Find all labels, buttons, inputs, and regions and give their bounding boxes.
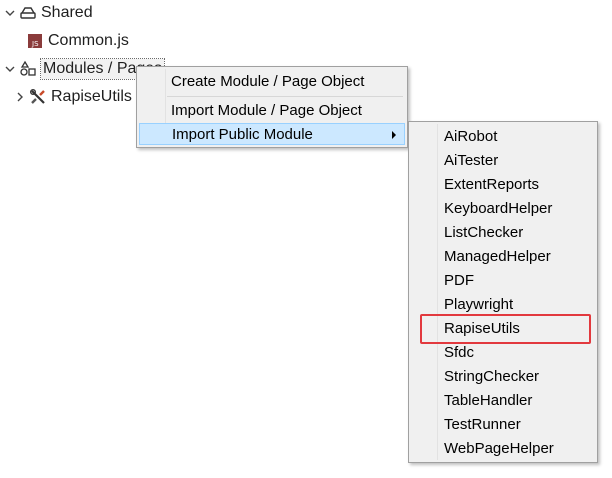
menu-item-import-public-module[interactable]: Import Public Module [139, 123, 405, 145]
submenu-item-airobot[interactable]: AiRobot [411, 124, 595, 148]
submenu-item-rapiseutils[interactable]: RapiseUtils [411, 316, 595, 340]
menu-item-import-module[interactable]: Import Module / Page Object [139, 99, 405, 121]
tree-node-label: Shared [41, 4, 93, 21]
submenu-item-listchecker[interactable]: ListChecker [411, 220, 595, 244]
chevron-down-icon[interactable] [4, 7, 16, 19]
modules-icon [19, 60, 37, 78]
menu-item-label: PDF [444, 271, 474, 289]
submenu-item-webpagehelper[interactable]: WebPageHelper [411, 436, 595, 460]
menu-item-create-module[interactable]: Create Module / Page Object [139, 70, 405, 92]
drive-icon [19, 4, 37, 22]
chevron-down-icon[interactable] [4, 63, 16, 75]
menu-item-label: Import Module / Page Object [171, 101, 362, 119]
submenu-item-tablehandler[interactable]: TableHandler [411, 388, 595, 412]
tree-node-label: Common.js [48, 32, 129, 49]
menu-item-label: KeyboardHelper [444, 199, 553, 217]
menu-item-label: Playwright [444, 295, 514, 313]
menu-gutter [437, 124, 438, 460]
svg-text:JS: JS [31, 40, 39, 48]
tree-node-label: RapiseUtils [51, 88, 132, 105]
menu-item-label: AiTester [444, 151, 499, 169]
submenu-item-managedhelper[interactable]: ManagedHelper [411, 244, 595, 268]
submenu-item-pdf[interactable]: PDF [411, 268, 595, 292]
menu-item-label: Import Public Module [172, 125, 313, 143]
submenu-item-sfdc[interactable]: Sfdc [411, 340, 595, 364]
submenu-item-testrunner[interactable]: TestRunner [411, 412, 595, 436]
menu-item-label: Sfdc [444, 343, 475, 361]
submenu-item-aitester[interactable]: AiTester [411, 148, 595, 172]
menu-item-label: AiRobot [444, 127, 498, 145]
menu-item-label: TestRunner [444, 415, 521, 433]
tools-icon [29, 88, 47, 106]
menu-item-label: WebPageHelper [444, 439, 554, 457]
js-file-icon: JS [26, 32, 44, 50]
menu-item-label: Create Module / Page Object [171, 72, 365, 90]
menu-item-label: ManagedHelper [444, 247, 551, 265]
menu-separator [167, 96, 403, 97]
chevron-right-icon[interactable] [14, 91, 26, 103]
tree-node-common-js[interactable]: JS Common.js [26, 29, 129, 53]
submenu-arrow-icon [392, 131, 396, 139]
menu-item-label: RapiseUtils [444, 319, 520, 337]
tree-node-modules[interactable]: Modules / Pages [4, 57, 166, 81]
tree-node-shared[interactable]: Shared [4, 1, 93, 25]
submenu-item-keyboardhelper[interactable]: KeyboardHelper [411, 196, 595, 220]
context-menu: Create Module / Page Object Import Modul… [136, 66, 408, 148]
menu-item-label: ExtentReports [444, 175, 540, 193]
submenu-item-stringchecker[interactable]: StringChecker [411, 364, 595, 388]
tree-node-rapiseutils[interactable]: RapiseUtils [14, 85, 132, 109]
submenu-item-extentreports[interactable]: ExtentReports [411, 172, 595, 196]
tree-node-label: Modules / Pages [39, 58, 166, 80]
submenu-item-playwright[interactable]: Playwright [411, 292, 595, 316]
menu-item-label: ListChecker [444, 223, 524, 241]
menu-item-label: TableHandler [444, 391, 533, 409]
menu-item-label: StringChecker [444, 367, 540, 385]
menu-gutter [165, 69, 166, 145]
public-modules-submenu: AiRobot AiTester ExtentReports KeyboardH… [408, 121, 598, 463]
